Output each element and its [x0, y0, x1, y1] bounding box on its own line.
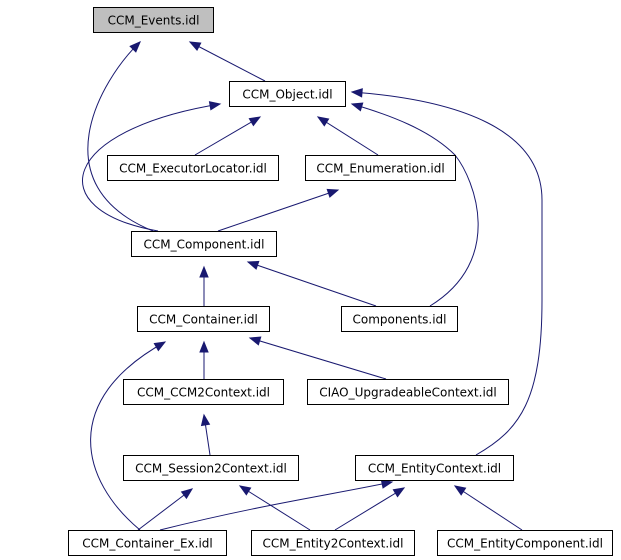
node-entityctx[interactable]: CCM_EntityContext.idl: [355, 455, 514, 481]
arrowhead: [180, 488, 194, 500]
edge-line: [247, 261, 377, 307]
node-box: [355, 455, 514, 481]
edge-execloc-to-object: [194, 116, 262, 156]
arrowhead: [129, 41, 141, 53]
node-label: CCM_Enumeration.idl: [316, 162, 444, 176]
edge-component-to-enumeration: [217, 188, 340, 232]
arrowhead: [199, 265, 209, 278]
edge-line: [217, 189, 339, 232]
arrowhead: [199, 340, 209, 353]
node-label: Components.idl: [352, 313, 446, 327]
edge-line: [137, 488, 193, 531]
node-containerex[interactable]: CCM_Container_Ex.idl: [68, 530, 227, 556]
node-box: [123, 455, 299, 481]
node-box: [68, 530, 227, 556]
edge-line: [87, 41, 154, 232]
arrowhead: [350, 88, 363, 98]
arrowhead: [350, 102, 364, 112]
edge-line: [334, 487, 405, 531]
arrowhead: [153, 341, 167, 352]
node-box: [341, 306, 458, 332]
node-box: [107, 155, 279, 181]
node-box: [305, 155, 456, 181]
arrowhead: [453, 485, 467, 496]
node-entitycomp[interactable]: CCM_EntityComponent.idl: [437, 530, 613, 556]
node-label: CIAO_UpgradeableContext.idl: [319, 386, 496, 400]
node-box: [251, 530, 415, 556]
node-ccm2ctx[interactable]: CCM_CCM2Context.idl: [123, 379, 284, 405]
node-container[interactable]: CCM_Container.idl: [137, 306, 270, 332]
edge-containerex-to-session2: [137, 488, 194, 531]
edge-object-to-events: [188, 41, 266, 82]
node-label: CCM_Container_Ex.idl: [82, 537, 213, 551]
node-label: CCM_CCM2Context.idl: [137, 386, 270, 400]
edge-components-to-component: [246, 260, 377, 307]
edge-container-to-component: [199, 265, 209, 306]
node-label: CCM_EntityComponent.idl: [447, 537, 603, 551]
arrowhead: [200, 413, 211, 427]
node-component[interactable]: CCM_Component.idl: [131, 231, 277, 257]
edge-ccm2ctx-to-container: [199, 340, 209, 379]
node-label: CCM_Entity2Context.idl: [263, 537, 404, 551]
node-label: CCM_Events.idl: [108, 14, 200, 28]
edge-component-to-object: [82, 101, 222, 232]
edge-line: [317, 116, 379, 156]
node-label: CCM_Container.idl: [149, 313, 258, 327]
edge-line: [454, 485, 523, 531]
edge-line: [90, 341, 166, 531]
edge-enumeration-to-object: [316, 116, 379, 156]
node-box: [137, 306, 270, 332]
node-execloc[interactable]: CCM_ExecutorLocator.idl: [107, 155, 279, 181]
node-object[interactable]: CCM_Object.idl: [229, 81, 346, 107]
edge-entitycomp-to-entityctx: [453, 485, 523, 531]
node-enumeration[interactable]: CCM_Enumeration.idl: [305, 155, 456, 181]
edge-line: [351, 91, 543, 456]
edge-line: [239, 485, 311, 531]
edge-line: [82, 103, 221, 232]
edge-line: [194, 116, 261, 156]
node-upgctx[interactable]: CIAO_UpgradeableContext.idl: [307, 379, 509, 405]
edge-line: [249, 337, 387, 380]
edge-component-to-events: [87, 41, 154, 232]
node-session2[interactable]: CCM_Session2Context.idl: [123, 455, 299, 481]
node-label: CCM_Component.idl: [144, 238, 265, 252]
edge-entityctx-to-object: [350, 88, 543, 456]
node-box: [437, 530, 613, 556]
arrowhead: [248, 116, 262, 127]
node-events[interactable]: CCM_Events.idl: [93, 7, 214, 33]
node-label: CCM_EntityContext.idl: [368, 462, 501, 476]
node-label: CCM_Object.idl: [242, 88, 332, 102]
arrowhead: [326, 188, 340, 198]
node-entity2ctx[interactable]: CCM_Entity2Context.idl: [251, 530, 415, 556]
edge-line: [159, 481, 393, 531]
node-box: [307, 379, 509, 405]
node-box: [93, 7, 214, 33]
node-box: [131, 231, 277, 257]
edge-session2-to-ccm2ctx: [200, 413, 211, 456]
edge-containerex-to-entityctx: [159, 479, 394, 531]
edge-components-to-object: [350, 102, 479, 307]
node-box: [123, 379, 284, 405]
file-nodes: CCM_Events.idlCCM_Object.idlCCM_Executor…: [68, 7, 613, 556]
edge-line: [189, 41, 266, 82]
arrowhead: [316, 116, 330, 127]
arrowhead: [246, 260, 260, 270]
node-components[interactable]: Components.idl: [341, 306, 458, 332]
node-label: CCM_ExecutorLocator.idl: [119, 162, 267, 176]
arrowhead: [188, 41, 202, 52]
edge-entity2ctx-to-entityctx: [334, 487, 406, 531]
arrowhead: [238, 485, 252, 496]
node-label: CCM_Session2Context.idl: [135, 462, 287, 476]
edge-line: [351, 103, 479, 307]
dependency-edges: [82, 41, 543, 531]
edge-containerex-to-container: [90, 341, 167, 531]
edge-upgctx-to-container: [248, 336, 387, 380]
arrowhead: [248, 336, 262, 346]
node-box: [229, 81, 346, 107]
edge-entity2ctx-to-session2: [238, 485, 311, 531]
arrowhead: [208, 101, 222, 111]
arrowhead: [392, 487, 406, 498]
arrowhead: [380, 479, 394, 489]
